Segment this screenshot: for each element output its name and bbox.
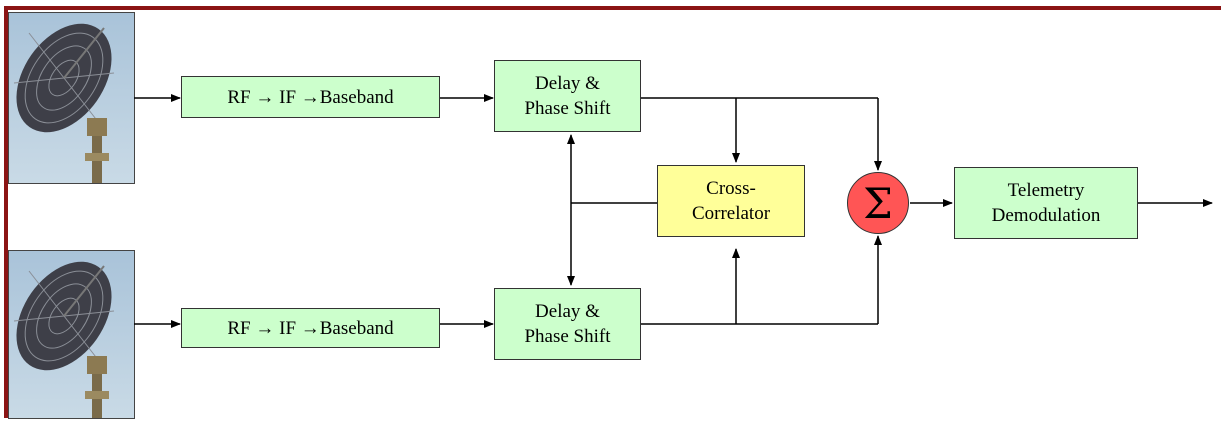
delay-label-top-line2: Phase Shift: [524, 98, 611, 119]
summation-node: Σ: [847, 172, 909, 234]
antenna-bottom-image: [8, 250, 135, 419]
delay-phase-shift-block-bottom: Delay & Phase Shift: [494, 288, 641, 360]
rf-if-baseband-block-top: RF → IF →Baseband: [181, 76, 440, 118]
rf-if-baseband-block-bottom: RF → IF →Baseband: [181, 308, 440, 348]
delay-label-top-line1: Delay &: [535, 73, 600, 94]
cross-correlator-block: Cross- Correlator: [657, 165, 805, 237]
telemetry-demodulation-block: Telemetry Demodulation: [954, 167, 1138, 239]
rf-if-baseband-label-bottom: RF → IF →Baseband: [227, 317, 394, 339]
correlator-label-line1: Cross-: [706, 178, 756, 199]
telemetry-label-line1: Telemetry: [1007, 180, 1085, 201]
correlator-label-line2: Correlator: [691, 203, 771, 224]
delay-label-bottom-line2: Phase Shift: [524, 326, 611, 347]
delay-label-bottom-line1: Delay &: [535, 301, 600, 322]
antenna-top-image: [8, 12, 135, 184]
rf-if-baseband-label-top: RF → IF →Baseband: [227, 86, 394, 108]
telemetry-label-line2: Demodulation: [991, 205, 1101, 226]
sigma-symbol: Σ: [863, 178, 893, 228]
frame-top-border: [4, 6, 1221, 10]
delay-phase-shift-block-top: Delay & Phase Shift: [494, 60, 641, 132]
frame-left-border: [4, 6, 8, 418]
